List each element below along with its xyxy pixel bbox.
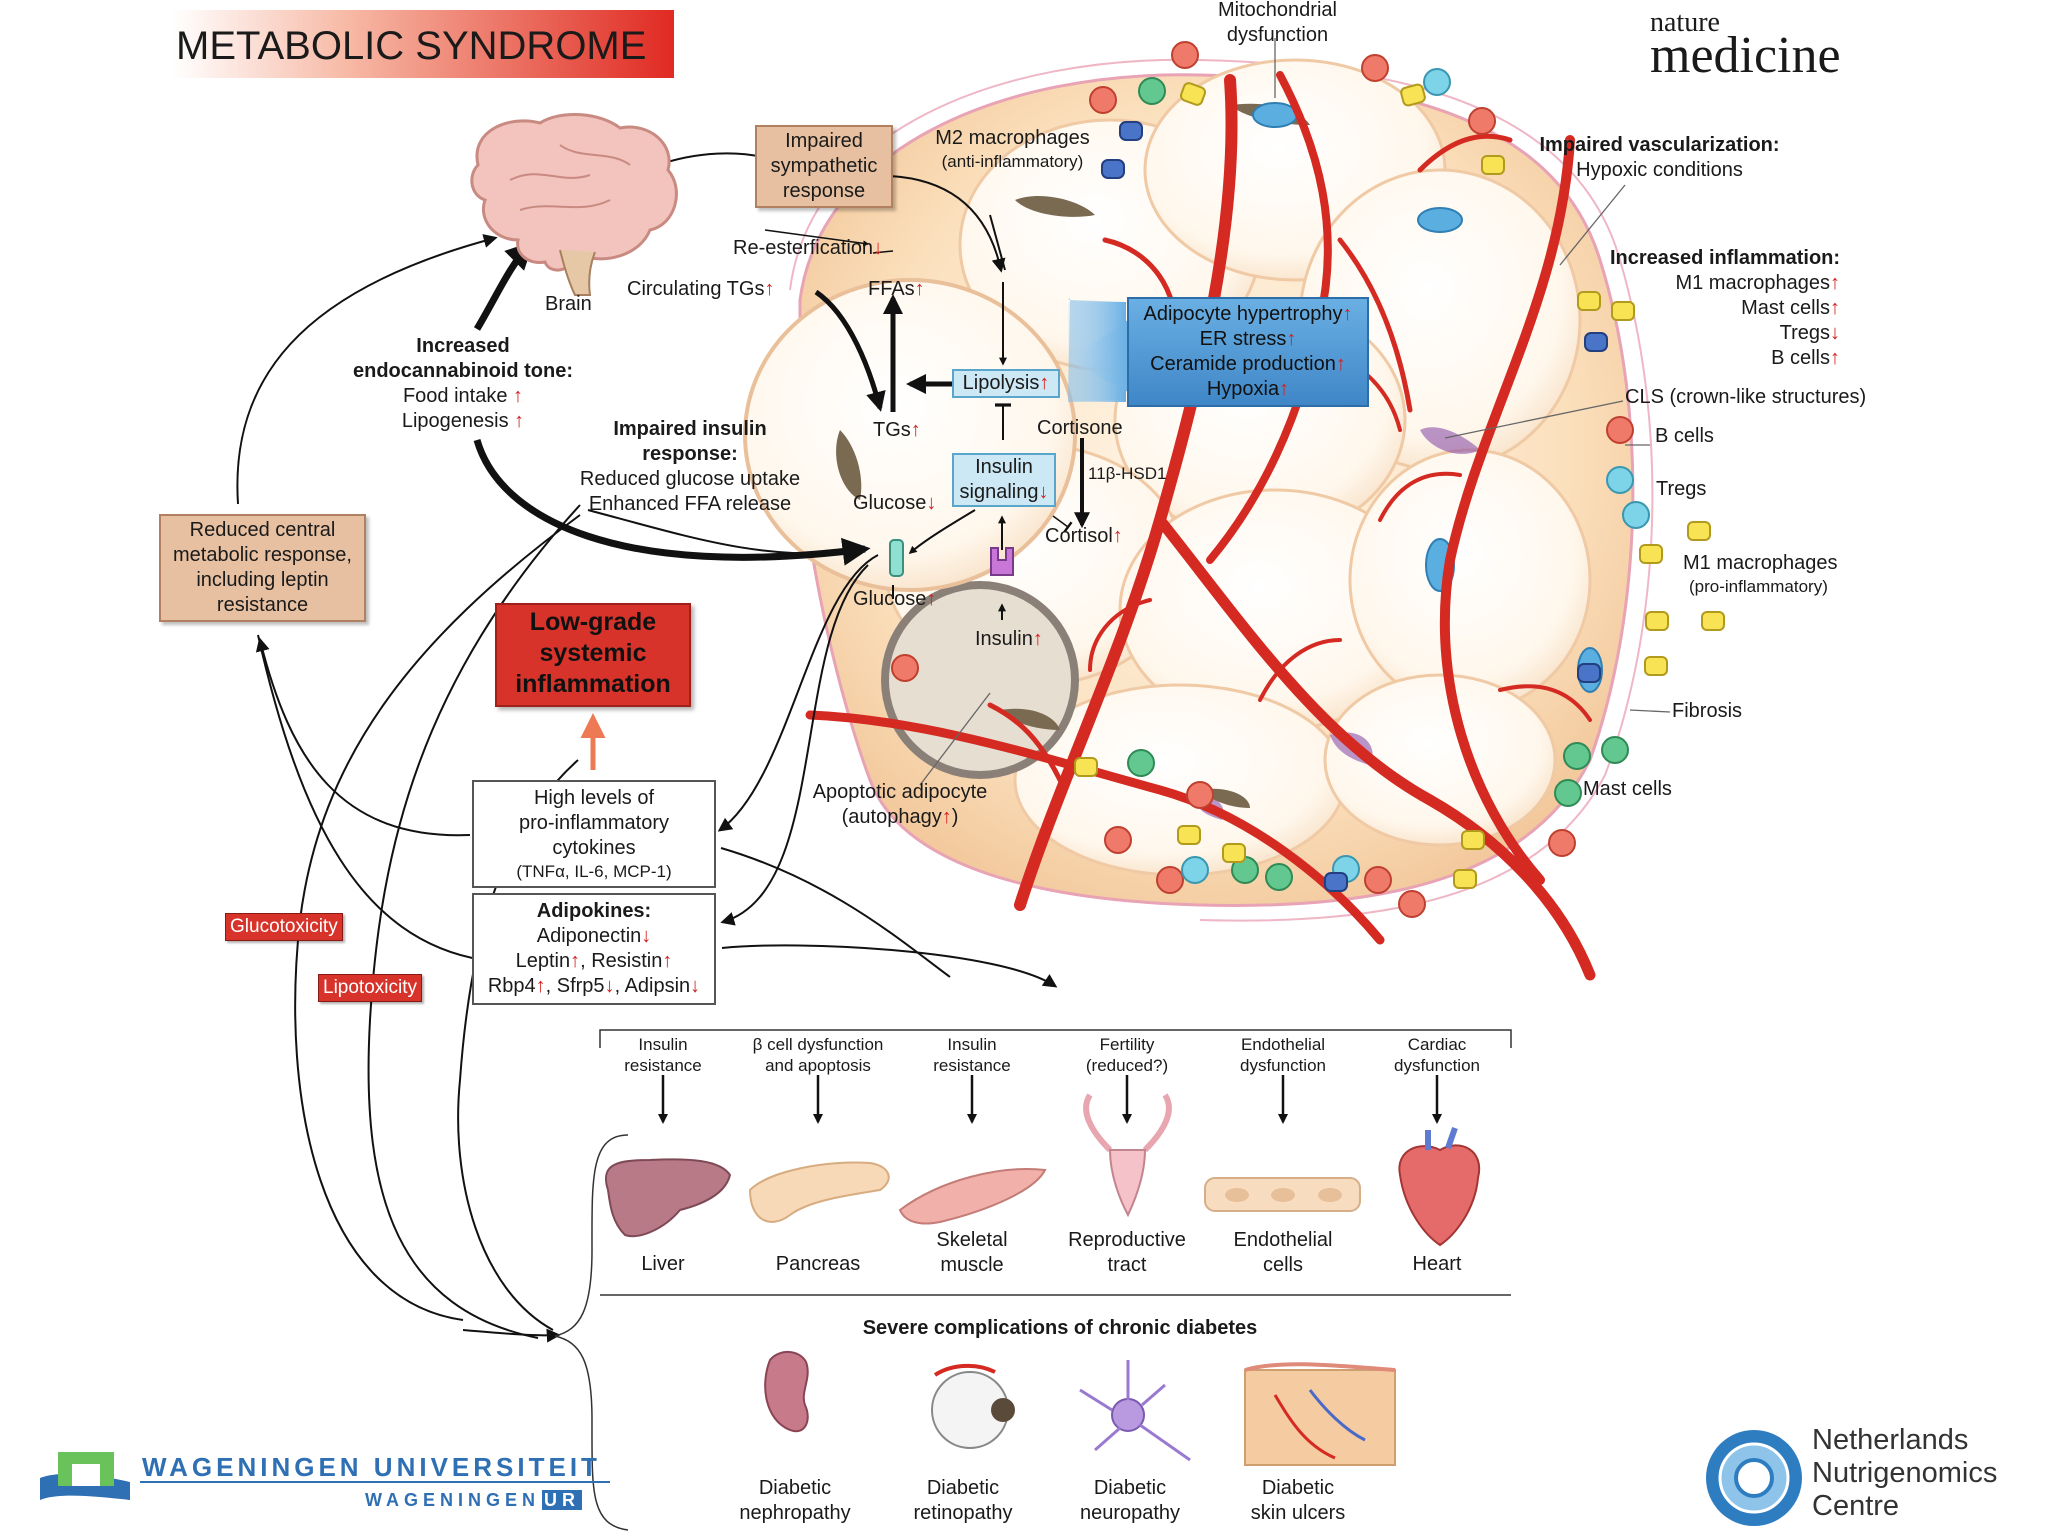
vascularization-label: Impaired vascularization: Hypoxic condit… bbox=[1539, 134, 1780, 181]
diagram-title: METABOLIC SYNDROME bbox=[176, 24, 647, 68]
insulin-label: Insulin↑ bbox=[975, 628, 1043, 650]
journal-name-line2: medicine bbox=[1650, 27, 1841, 84]
cytokines-box: High levels of pro-inflammatory cytokine… bbox=[472, 780, 716, 888]
hypertrophy-box-bg bbox=[1127, 297, 1369, 407]
cortisol-label: Cortisol↑ bbox=[1045, 525, 1123, 547]
bcells-label: B cells bbox=[1655, 425, 1714, 447]
m2-macrophage-label: M2 macrophages (anti-inflammatory) bbox=[935, 127, 1090, 171]
endocannabinoid-block: Increased endocannabinoid tone: Food int… bbox=[353, 335, 573, 432]
m1-macrophage-label: M1 macrophages (pro-inflammatory) bbox=[1683, 552, 1838, 596]
ffas-label: FFAs↑ bbox=[868, 278, 925, 300]
nnc-logo bbox=[1706, 1430, 1802, 1526]
glucose-outside-label: Glucose↑ bbox=[853, 588, 937, 610]
organ-name-0: Liver bbox=[641, 1253, 685, 1275]
hypertrophy-wedge bbox=[1068, 320, 1128, 392]
organ-effect-3: Fertility(reduced?) bbox=[1085, 1035, 1169, 1075]
journal-name-line1: nature bbox=[1650, 7, 1720, 38]
fibrosis-label: Fibrosis bbox=[1672, 700, 1743, 722]
organ-illustrations bbox=[605, 1093, 1481, 1466]
tregs-label: Tregs bbox=[1656, 478, 1707, 500]
mitochondrial-label: Mitochondrial dysfunction bbox=[1218, 0, 1337, 46]
complications-title: Severe complications of chronic diabetes bbox=[862, 1317, 1258, 1339]
inflammation-items: M1 macrophages↑ Mast cells↑ Tregs↓ B cel… bbox=[1675, 272, 1840, 369]
wageningen-university-text: WAGENINGEN UNIVERSITEIT bbox=[142, 1452, 601, 1482]
cls-label: CLS (crown-like structures) bbox=[1625, 386, 1867, 408]
sympathetic-box: Impaired sympathetic response bbox=[755, 125, 893, 208]
central-response-box: Reduced central metabolic response, incl… bbox=[159, 514, 366, 622]
inflammation-heading: Increased inflammation: bbox=[1610, 247, 1841, 269]
organ-name-5: Heart bbox=[1412, 1253, 1462, 1275]
lipotoxicity-label: Lipotoxicity bbox=[318, 974, 422, 1002]
brain-illustration bbox=[470, 113, 678, 296]
hypertrophy-box: Adipocyte hypertrophy↑ ER stress↑ Cerami… bbox=[1143, 303, 1353, 400]
glucose-inside-label: Glucose↓ bbox=[853, 492, 937, 514]
pointer-lines bbox=[919, 38, 1671, 786]
mast-cells-label: Mast cells bbox=[1583, 778, 1672, 800]
glucose-transporter bbox=[889, 539, 904, 577]
immune-cells bbox=[891, 41, 1725, 918]
insulin-signaling-box: Insulin signaling↓ bbox=[952, 453, 1056, 507]
title-banner bbox=[172, 10, 674, 78]
lipolysis-box: Lipolysis↑ bbox=[952, 369, 1060, 398]
organ-arrows bbox=[658, 1075, 1442, 1124]
adipokines-box: Adipokines: Adiponectin↓ Leptin↑, Resist… bbox=[472, 893, 716, 1005]
insulin-response-block: Impaired insulin response: Reduced gluco… bbox=[579, 418, 801, 515]
tgs-label: TGs↑ bbox=[873, 419, 921, 441]
organ-bracket bbox=[554, 1029, 1512, 1531]
glucotoxicity-label: Glucotoxicity bbox=[225, 913, 343, 941]
wageningen-logo bbox=[40, 1452, 610, 1500]
re-esterfication-label: Re-esterfication↓ bbox=[733, 237, 884, 259]
nnc-text: Netherlands Nutrigenomics Centre bbox=[1812, 1424, 1998, 1522]
low-grade-inflammation-box: Low-grade systemic inflammation bbox=[495, 603, 691, 707]
organ-name-1: Pancreas bbox=[775, 1253, 861, 1275]
adipose-tissue bbox=[743, 58, 1654, 922]
apoptotic-adipocyte-label: Apoptotic adipocyte (autophagy↑) bbox=[812, 781, 988, 828]
hsd-enzyme-label: 11β-HSD1 bbox=[1088, 464, 1167, 483]
insulin-receptor bbox=[990, 547, 1014, 576]
brain-label: Brain bbox=[545, 293, 592, 315]
circulating-tgs-label: Circulating TGs↑ bbox=[627, 278, 775, 300]
cortisone-label: Cortisone bbox=[1037, 417, 1123, 439]
